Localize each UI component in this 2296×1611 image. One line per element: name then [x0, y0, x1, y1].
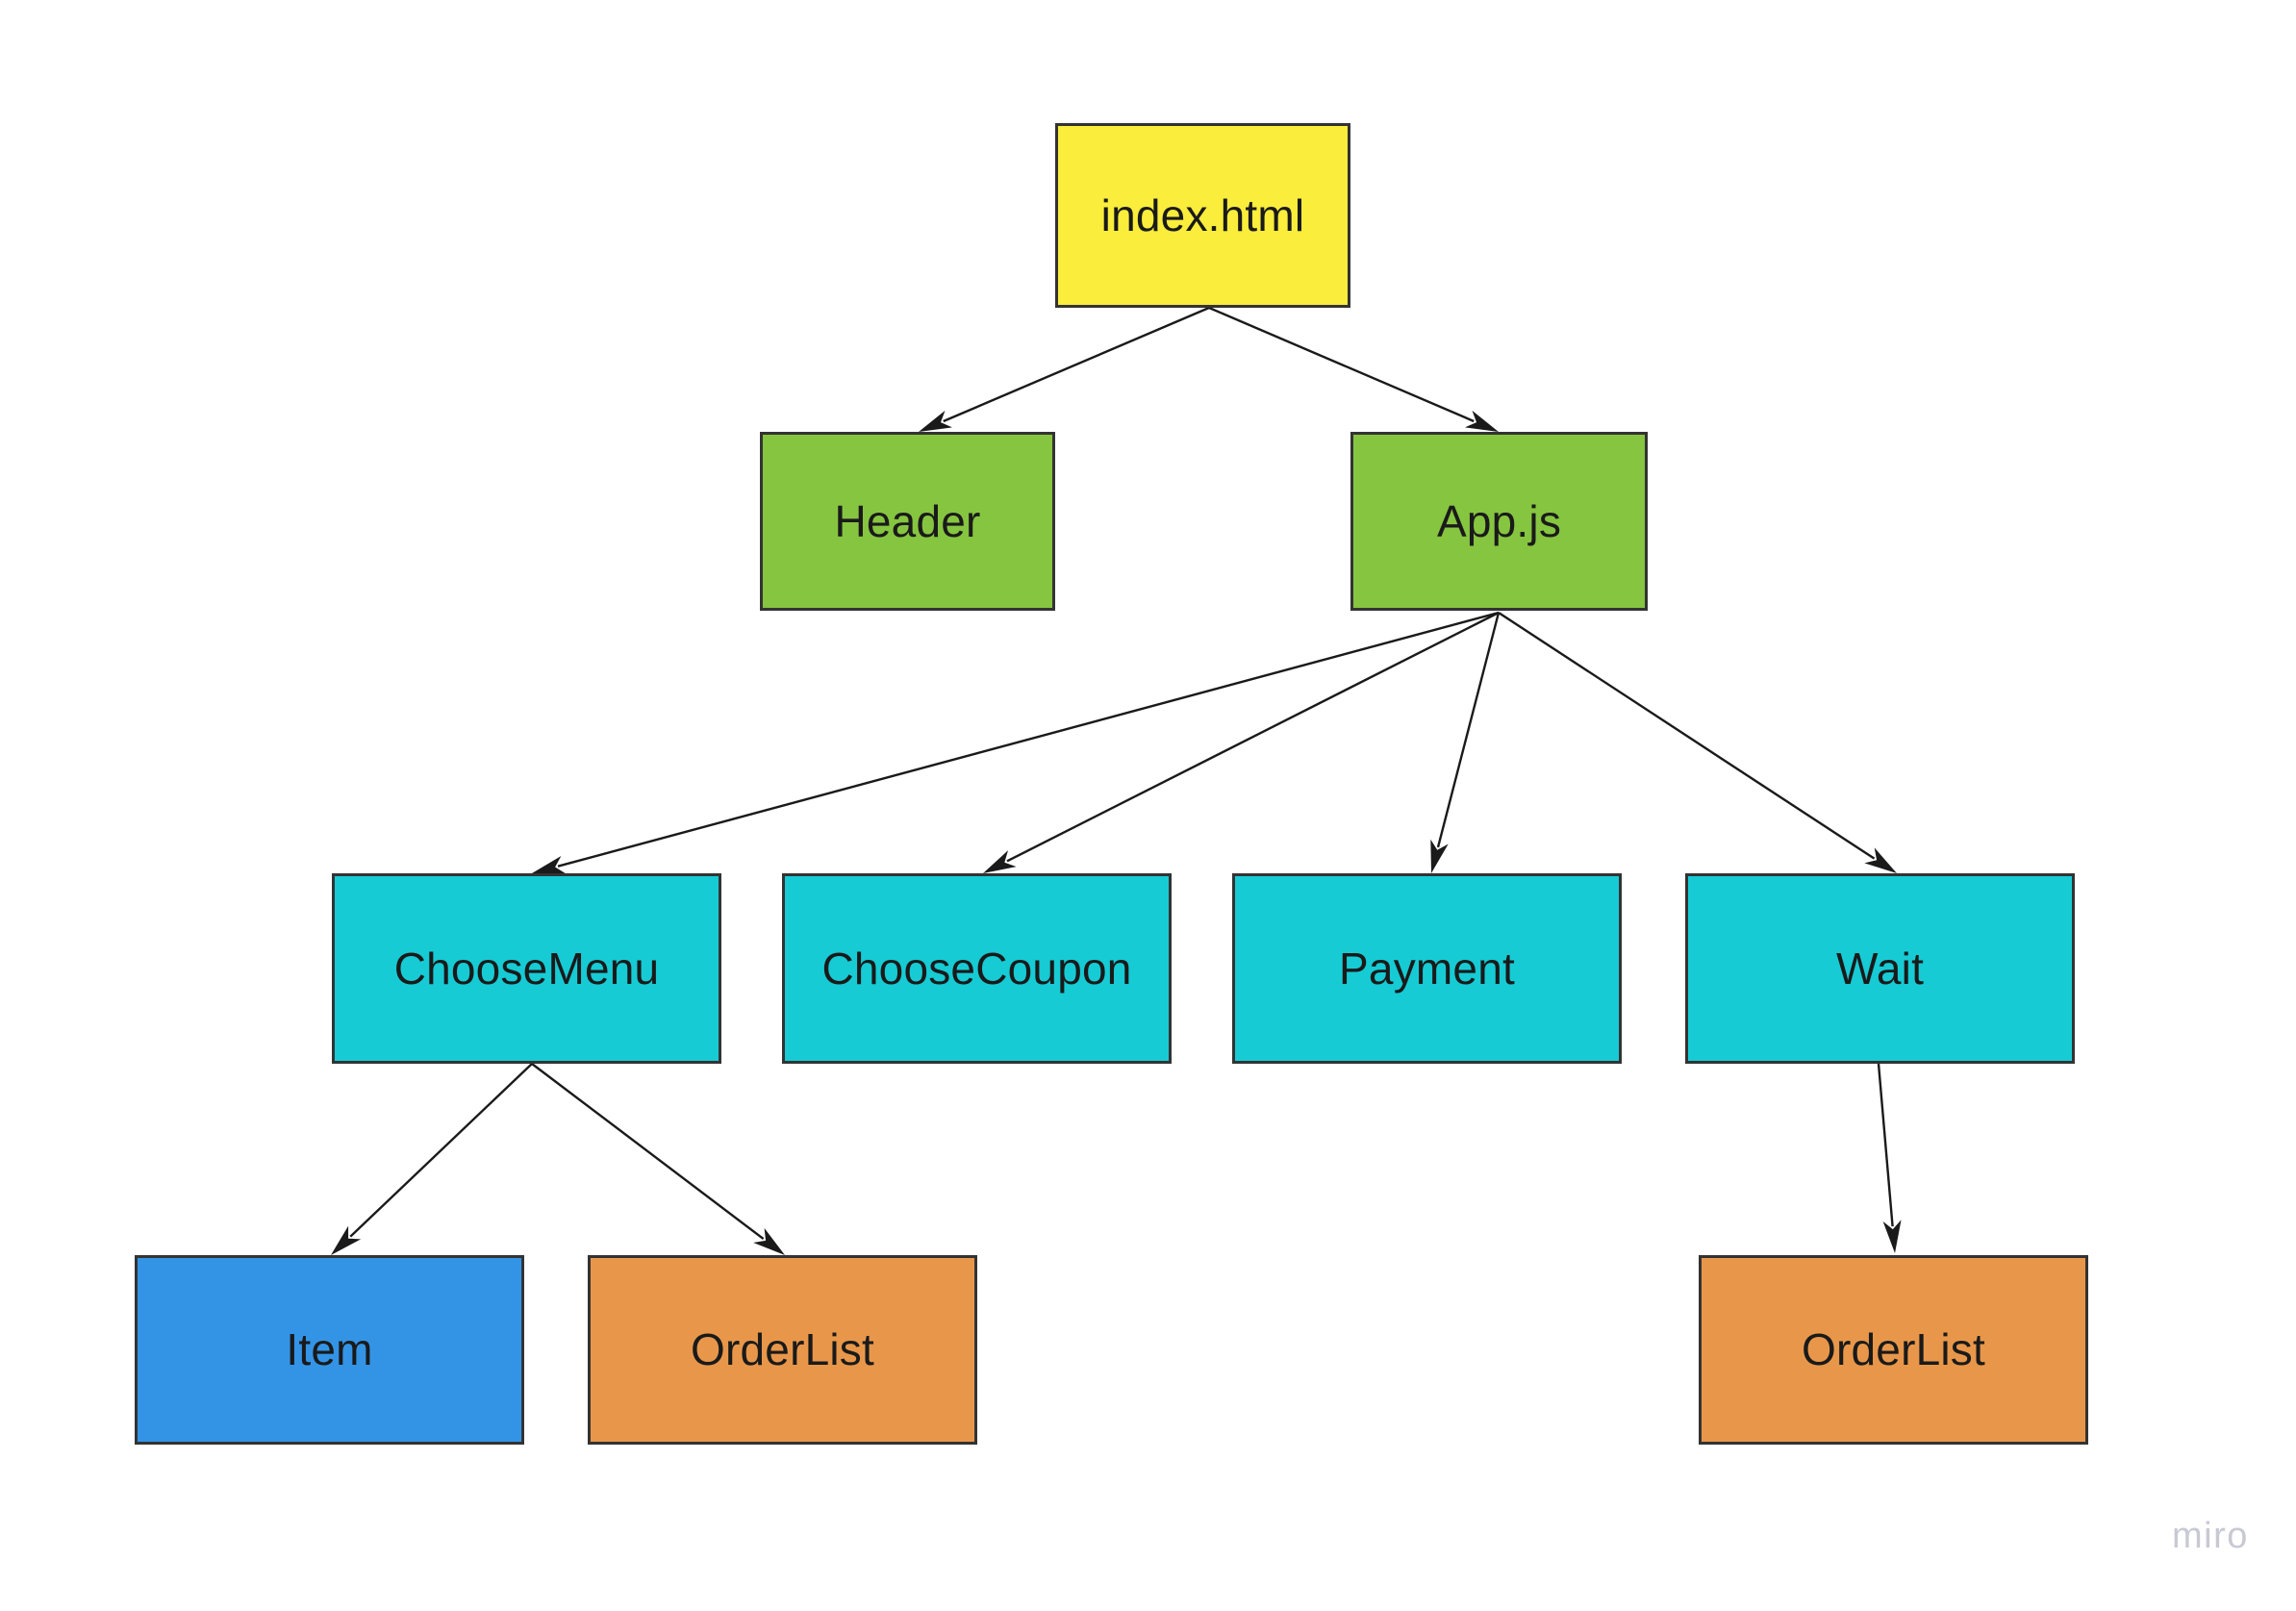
edge-choosemenu-to-item-head — [331, 1225, 362, 1255]
edge-choosemenu-to-item-shaft — [349, 1063, 533, 1238]
node-label-order-list-right: OrderList — [1802, 1324, 1985, 1375]
edge-app-to-choosecoupon-shaft — [1006, 611, 1500, 863]
node-label-app-js: App.js — [1436, 495, 1562, 546]
node-order-list-left[interactable]: OrderList — [588, 1255, 977, 1445]
node-label-choose-coupon: ChooseCoupon — [821, 943, 1132, 994]
node-payment[interactable]: Payment — [1232, 873, 1622, 1064]
edge-index-to-header-head — [919, 410, 952, 432]
node-label-header: Header — [834, 495, 981, 546]
node-label-payment: Payment — [1339, 943, 1515, 994]
edge-wait-to-orderlist-head — [1882, 1220, 1902, 1253]
edge-index-to-app-head — [1465, 410, 1499, 432]
node-item[interactable]: Item — [135, 1255, 524, 1445]
edge-wait-to-orderlist-shaft — [1877, 1063, 1894, 1227]
edge-index-to-app-shaft — [1208, 306, 1475, 423]
edge-app-to-choosemenu-head — [532, 855, 567, 874]
edge-choosemenu-to-item — [331, 1063, 533, 1255]
node-label-choose-menu: ChooseMenu — [393, 943, 660, 994]
edge-app-to-payment — [1430, 612, 1501, 873]
node-header[interactable]: Header — [760, 432, 1055, 611]
edge-app-to-choosecoupon-head — [983, 850, 1017, 873]
edge-index-to-header-shaft — [943, 306, 1210, 423]
edge-app-to-wait-shaft — [1498, 611, 1876, 860]
node-label-item: Item — [286, 1324, 373, 1375]
node-order-list-right[interactable]: OrderList — [1699, 1255, 2088, 1445]
edge-choosemenu-to-orderlist — [531, 1063, 785, 1255]
node-wait[interactable]: Wait — [1685, 873, 2075, 1064]
edge-choosemenu-to-orderlist-head — [753, 1227, 785, 1255]
node-choose-menu[interactable]: ChooseMenu — [332, 873, 721, 1064]
edge-app-to-payment-shaft — [1436, 612, 1501, 848]
node-choose-coupon[interactable]: ChooseCoupon — [782, 873, 1172, 1064]
edge-app-to-choosemenu — [532, 611, 1500, 874]
edge-wait-to-orderlist — [1877, 1063, 1902, 1253]
node-app-js[interactable]: App.js — [1350, 432, 1648, 611]
node-index-html[interactable]: index.html — [1055, 123, 1350, 308]
edge-app-to-wait-head — [1864, 847, 1897, 873]
edge-app-to-choosemenu-shaft — [557, 611, 1500, 868]
node-label-wait: Wait — [1835, 943, 1925, 994]
edge-app-to-wait — [1498, 611, 1897, 873]
edge-index-to-header — [919, 306, 1210, 432]
node-label-index-html: index.html — [1100, 189, 1305, 240]
miro-watermark: miro — [2172, 1516, 2249, 1556]
node-label-order-list-left: OrderList — [691, 1324, 874, 1375]
edge-app-to-choosecoupon — [983, 611, 1500, 873]
edge-index-to-app — [1208, 306, 1499, 432]
edge-app-to-payment-head — [1430, 839, 1449, 873]
edge-choosemenu-to-orderlist-shaft — [531, 1063, 765, 1241]
